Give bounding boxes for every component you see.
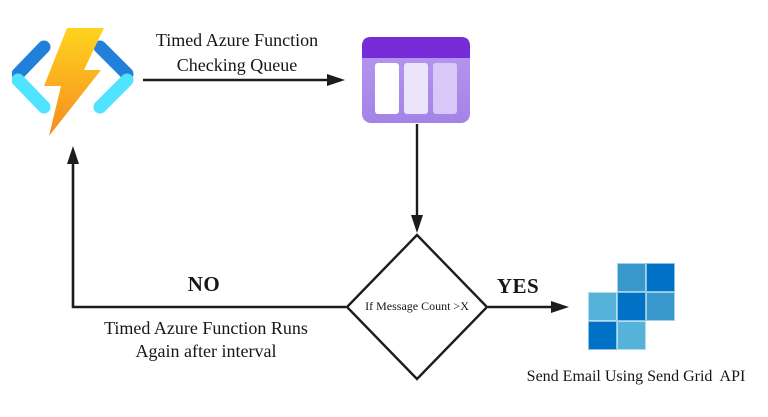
- arrow-yes: [488, 301, 569, 313]
- sendgrid-cell-empty: [646, 321, 675, 350]
- arrow-no: [67, 146, 346, 309]
- no-caption-line1: Timed Azure Function Runs: [104, 318, 308, 338]
- decision-label: If Message Count >X: [365, 299, 469, 313]
- sendgrid-cell-dark: [588, 321, 617, 350]
- sendgrid-caption: Send Email Using Send Grid API: [526, 368, 746, 385]
- arrow-queue-to-decision: [411, 124, 423, 233]
- queue-icon: [362, 37, 470, 123]
- check-queue-label-line1: Timed Azure Function: [155, 30, 319, 50]
- sendgrid-cell-dark: [617, 292, 646, 321]
- sendgrid-cell-light: [617, 321, 646, 350]
- sendgrid-cell-empty: [588, 263, 617, 292]
- sendgrid-icon: [588, 263, 675, 350]
- arrow-check-queue: [143, 74, 345, 86]
- check-queue-label-line2: Checking Queue: [176, 55, 298, 75]
- decision-diamond: [345, 233, 489, 381]
- lightning-bolt-icon: [44, 28, 104, 136]
- no-caption-line2: Again after interval: [135, 341, 277, 361]
- sendgrid-cell-light: [588, 292, 617, 321]
- no-label: NO: [187, 272, 221, 296]
- yes-label: YES: [496, 274, 540, 298]
- azure-functions-icon: [12, 28, 134, 136]
- sendgrid-cell-medium: [617, 263, 646, 292]
- sendgrid-cell-medium: [646, 292, 675, 321]
- sendgrid-cell-dark: [646, 263, 675, 292]
